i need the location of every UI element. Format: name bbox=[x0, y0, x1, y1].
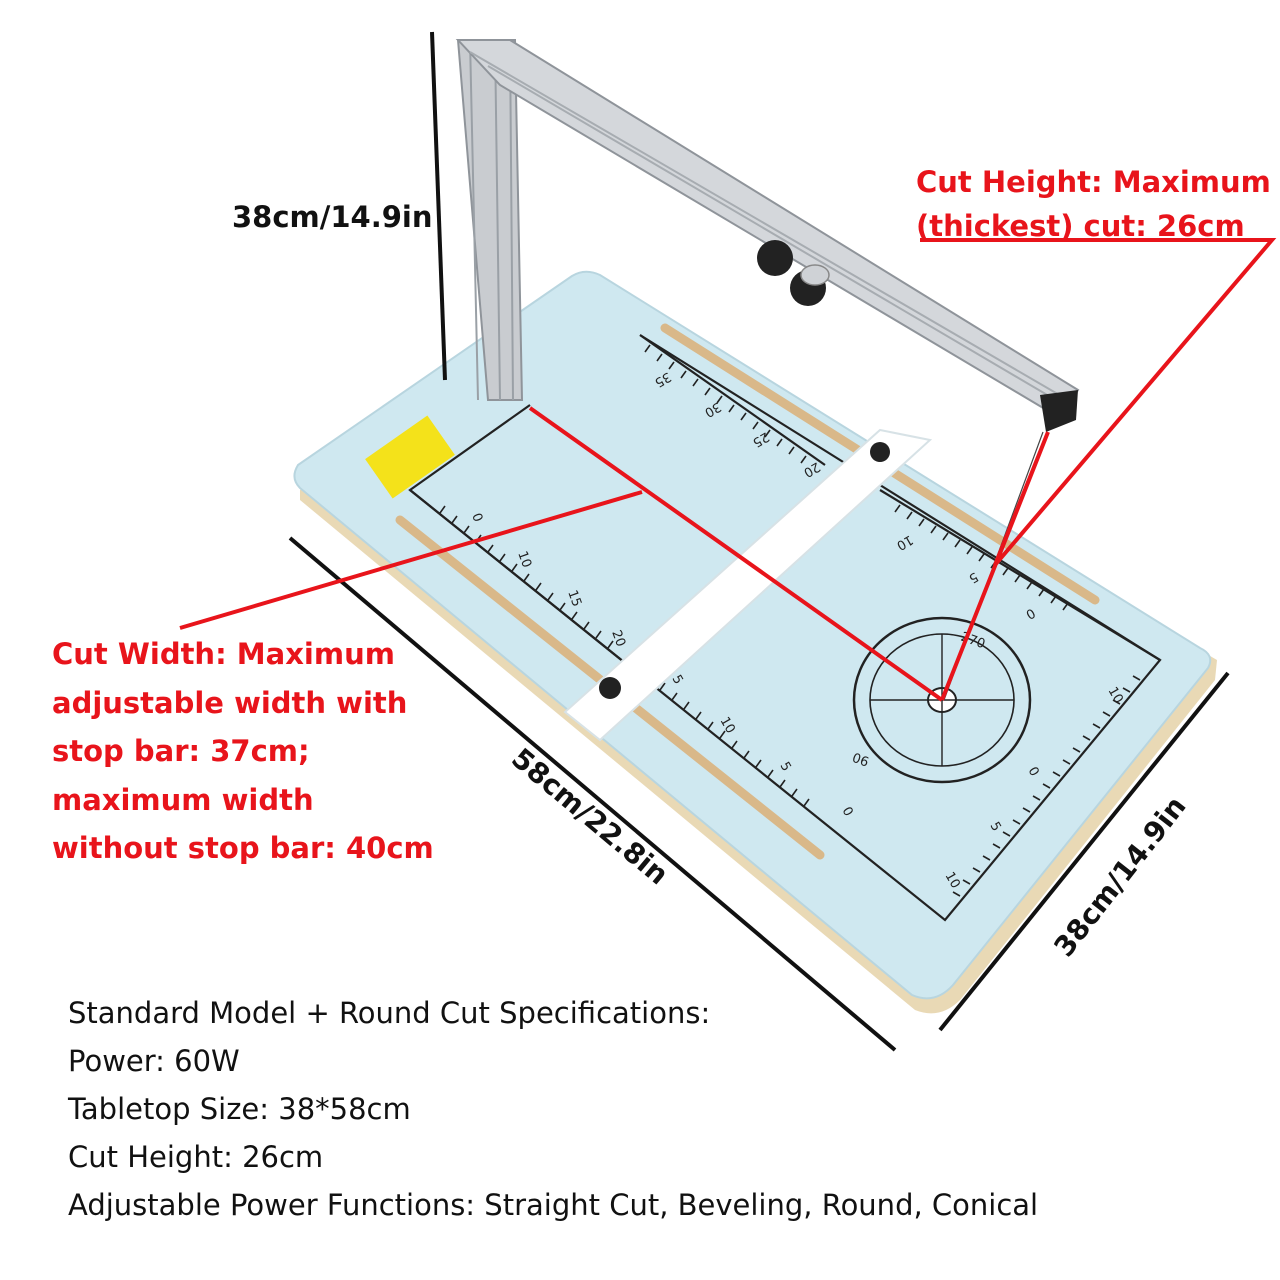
svg-text:90: 90 bbox=[851, 749, 872, 769]
length-dimension-line bbox=[288, 536, 897, 1052]
height-dimension-label: 38cm/14.9in bbox=[232, 200, 433, 234]
arm-knobs bbox=[757, 240, 830, 306]
spec-power: Power: 60W bbox=[68, 1044, 240, 1078]
svg-text:15: 15 bbox=[564, 588, 584, 609]
cut-width-callout-line-2: adjustable width with bbox=[52, 685, 408, 720]
cut-height-callout: Cut Height: Maximum (thickest) cut: 26cm bbox=[916, 160, 1271, 248]
stop-bar-knob-rear bbox=[870, 442, 890, 462]
svg-text:20: 20 bbox=[801, 459, 823, 480]
stop-bar-knob-front bbox=[599, 677, 621, 699]
tabletop: 35 30 25 20 0 10 15 20 10 5 0 5 10 5 0 1… bbox=[293, 270, 1217, 1014]
height-dimension-line bbox=[430, 31, 447, 381]
width-dimension-line bbox=[938, 671, 1230, 1032]
tabletop-surface bbox=[293, 270, 1212, 1000]
cut-width-pointer-line bbox=[179, 490, 643, 630]
svg-text:10: 10 bbox=[942, 870, 963, 892]
arm-end-cap bbox=[1040, 390, 1078, 432]
cut-height-callout-line-1: Cut Height: Maximum bbox=[916, 165, 1271, 199]
svg-text:10: 10 bbox=[717, 715, 738, 737]
svg-text:10: 10 bbox=[514, 549, 534, 570]
warning-sticker bbox=[365, 415, 455, 499]
spec-functions: Adjustable Power Functions: Straight Cut… bbox=[68, 1188, 1039, 1222]
cut-height-pointer-line bbox=[920, 238, 1277, 701]
cut-width-callout-line-1: Cut Width: Maximum bbox=[52, 637, 395, 671]
dimension-lines bbox=[288, 31, 1230, 1052]
svg-text:10: 10 bbox=[1105, 685, 1126, 707]
callout-lines bbox=[179, 238, 1277, 702]
stop-bar bbox=[563, 428, 933, 742]
ruler-numbers: 35 30 25 20 0 10 15 20 10 5 0 5 10 5 0 1… bbox=[468, 369, 1126, 892]
cut-width-callout-line-3: stop bar: 37cm; bbox=[52, 734, 310, 768]
cut-width-callout-line-4: maximum width bbox=[52, 782, 314, 817]
svg-text:30: 30 bbox=[702, 399, 724, 420]
protractor-dial: 270 90 bbox=[851, 616, 1032, 784]
specs-heading: Standard Model + Round Cut Specification… bbox=[68, 996, 711, 1030]
svg-text:25: 25 bbox=[750, 429, 772, 450]
spec-tabletop-size: Tabletop Size: 38*58cm bbox=[68, 1092, 411, 1126]
svg-text:20: 20 bbox=[608, 628, 628, 649]
cut-height-callout-line-2: (thickest) cut: 26cm bbox=[916, 209, 1245, 243]
cut-width-callout: Cut Width: Maximum adjustable width with… bbox=[52, 630, 434, 873]
aluminum-frame bbox=[455, 39, 1080, 701]
cut-width-callout-line-5: without stop bar: 40cm bbox=[52, 831, 434, 865]
svg-text:10: 10 bbox=[894, 532, 916, 553]
svg-text:35: 35 bbox=[652, 369, 674, 390]
spec-cut-height: Cut Height: 26cm bbox=[68, 1140, 324, 1174]
cut-width-measure-line bbox=[528, 406, 944, 702]
